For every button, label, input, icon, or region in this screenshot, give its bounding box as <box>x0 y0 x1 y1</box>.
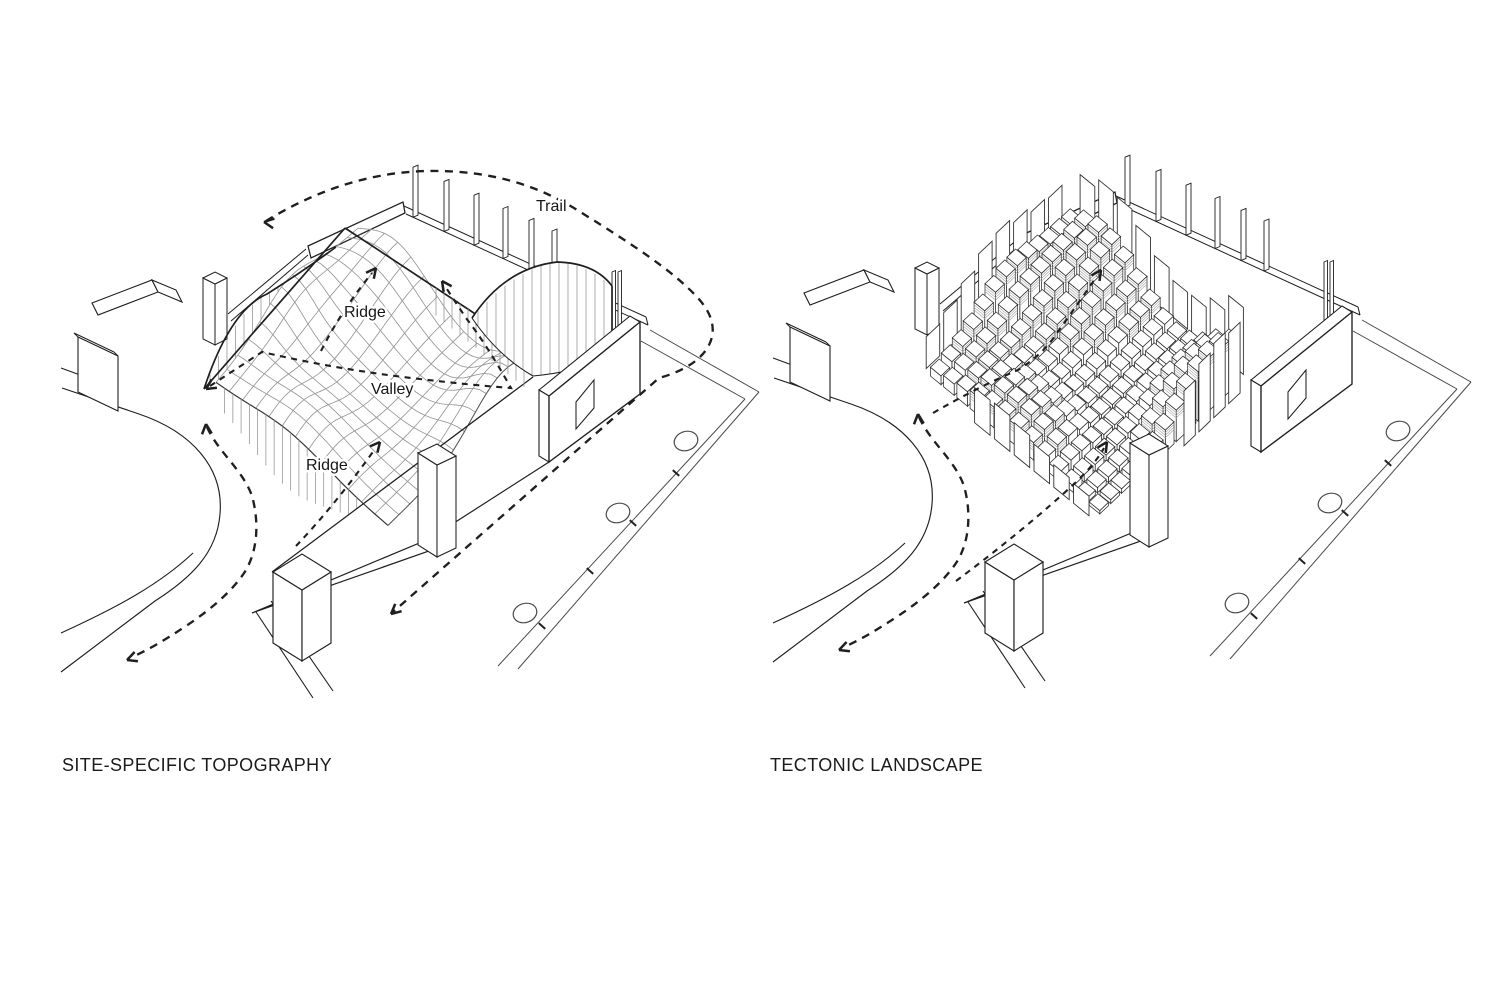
right-tectonic-blocks <box>925 173 1244 517</box>
right-site-foreground <box>983 305 1353 653</box>
caption-right: TECTONIC LANDSCAPE <box>770 755 983 775</box>
caption-left: SITE-SPECIFIC TOPOGRAPHY <box>62 755 332 775</box>
label-valley: Valley <box>371 381 413 398</box>
label-trail: Trail <box>536 198 567 215</box>
label-ridge-lower: Ridge <box>306 457 348 474</box>
left-topographic-mesh <box>203 227 613 573</box>
right-circulation-arrows <box>838 268 1109 653</box>
left-circulation-arrows <box>126 169 714 663</box>
label-ridge-upper: Ridge <box>344 304 386 321</box>
left-site-foreground <box>271 315 641 663</box>
